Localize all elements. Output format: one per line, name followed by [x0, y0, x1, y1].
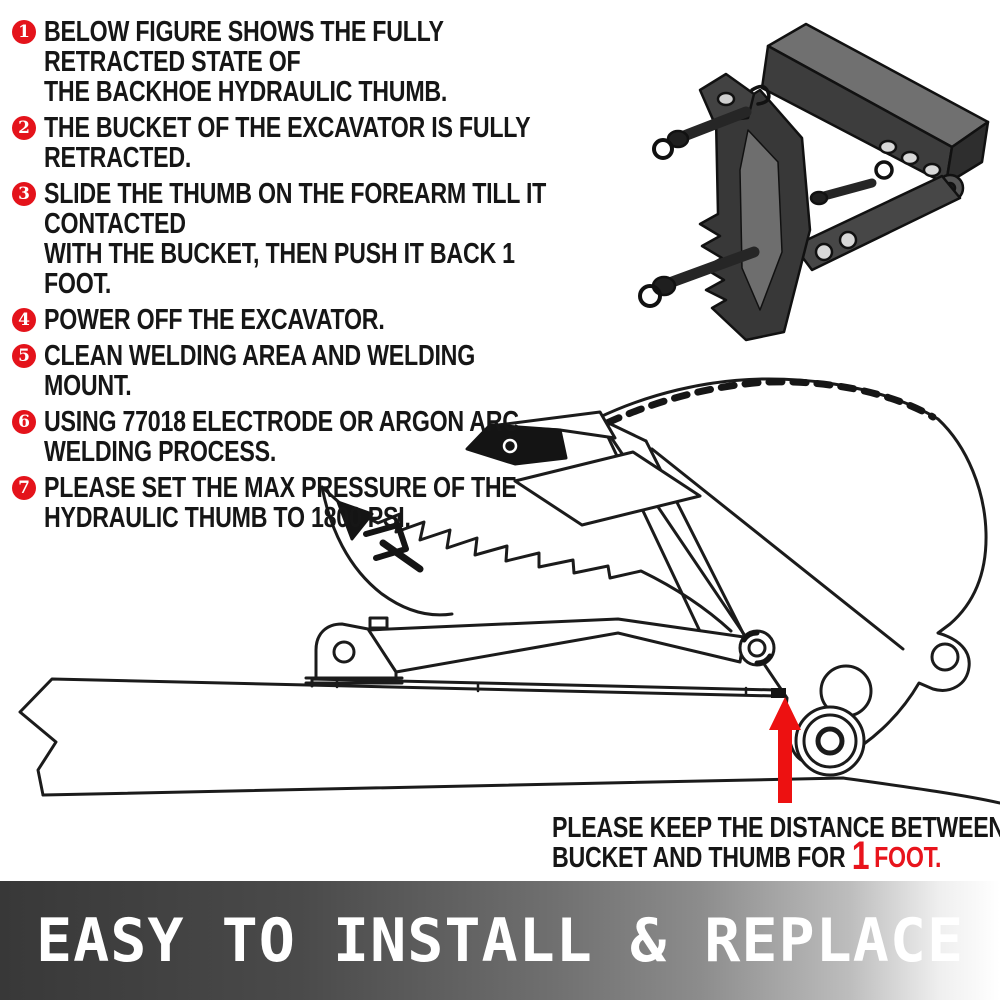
- excavator-line-drawing: [18, 377, 1000, 805]
- channel-hole-2: [900, 150, 920, 166]
- step-text: CLEAN WELDING AREA AND WELDING MOUNT.: [44, 340, 475, 402]
- pin-middle-head: [809, 190, 829, 206]
- list-item: 1 BELOW FIGURE SHOWS THE FULLY RETRACTED…: [12, 17, 692, 107]
- list-item: 3 SLIDE THE THUMB ON THE FOREARM TILL IT…: [12, 179, 692, 299]
- step-text: USING 77018 ELECTRODE OR ARGON ARC WELDI…: [44, 406, 519, 468]
- thumb-underside: [320, 485, 454, 617]
- bucket-pivot-hole: [815, 726, 845, 756]
- thumb-tip-detail-bar: [379, 539, 424, 573]
- bucket-pivot-mid: [802, 713, 858, 769]
- step-badge: 7: [12, 476, 36, 500]
- thumb-serrated-edge: [320, 485, 733, 633]
- cotter-clip: [750, 84, 771, 106]
- step-badge: 2: [12, 116, 36, 140]
- tooth-pin-detail: [502, 438, 518, 454]
- distance-caption: PLEASE KEEP THE DISTANCE BETWEEN BUCKET …: [552, 812, 1000, 876]
- rail-ticks: [335, 678, 748, 697]
- link-bar: [792, 174, 962, 272]
- pin-middle: [819, 178, 877, 201]
- list-item: 7 PLEASE SET THE MAX PRESSURE OF THE HYD…: [12, 473, 692, 533]
- step-badge: 3: [12, 182, 36, 206]
- link-hole-1: [814, 242, 834, 262]
- list-item: 4 POWER OFF THE EXCAVATOR.: [12, 305, 692, 335]
- caption-line2-black: BUCKET AND THUMB FOR: [552, 842, 846, 874]
- bucket-pivot-outer: [794, 705, 866, 777]
- list-item: 2 THE BUCKET OF THE EXCAVATOR IS FULLY R…: [12, 113, 692, 173]
- channel-hole-1: [878, 139, 898, 155]
- step-badge: 6: [12, 410, 36, 434]
- thumb-mount-bracket: [314, 622, 398, 680]
- instruction-list: 1 BELOW FIGURE SHOWS THE FULLY RETRACTED…: [12, 17, 692, 539]
- list-item: 6 USING 77018 ELECTRODE OR ARGON ARC WEL…: [12, 407, 692, 467]
- caption-distance-number: 1: [851, 834, 870, 878]
- step-text: PLEASE SET THE MAX PRESSURE OF THE HYDRA…: [44, 472, 517, 534]
- distance-arrow: [769, 697, 801, 803]
- link-hole-2: [838, 230, 858, 250]
- step-text: THE BUCKET OF THE EXCAVATOR IS FULLY RET…: [44, 112, 530, 174]
- bracket-tab: [368, 616, 389, 630]
- plate-inner-face: [739, 129, 783, 311]
- pin-lower-ring-clip: [638, 284, 662, 308]
- pin-upper: [678, 106, 752, 142]
- forearm-beam: [18, 677, 778, 797]
- lug-hole: [716, 91, 736, 107]
- step-badge: 4: [12, 308, 36, 332]
- pin-lower: [666, 246, 760, 288]
- bottom-banner: EASY TO INSTALL & REPLACE: [0, 881, 1000, 1000]
- hydraulic-thumb-product-figure: [638, 22, 990, 342]
- thumb-arm: [366, 617, 746, 674]
- bucket-lip-hatching: [603, 378, 937, 427]
- step-badge: 5: [12, 344, 36, 368]
- pin-upper-head: [666, 129, 690, 149]
- welding-mount-plate: [513, 450, 702, 527]
- floating-ring-clip: [874, 160, 894, 180]
- bucket-link-hole: [930, 642, 960, 672]
- caption-line-1: PLEASE KEEP THE DISTANCE BETWEEN: [552, 812, 1000, 844]
- caption-distance-unit: FOOT.: [874, 842, 942, 874]
- pin-upper-ring-clip: [652, 138, 674, 160]
- gap-marker: [771, 688, 786, 698]
- thumb-pivot-flange: [741, 630, 773, 666]
- list-item: 5 CLEAN WELDING AREA AND WELDING MOUNT.: [12, 341, 692, 401]
- thumb-tip-detail-bracket: [363, 522, 409, 561]
- bracket-hole: [332, 640, 356, 664]
- channel-hole-3: [922, 162, 942, 178]
- beam-bottom-line: [41, 776, 1000, 805]
- thumb-pivot-inner: [747, 638, 767, 658]
- bucket-inner-line: [650, 447, 905, 651]
- thumb-tip-detail-wedge: [336, 500, 374, 541]
- banner-slogan: EASY TO INSTALL & REPLACE: [36, 905, 965, 976]
- step-text: BELOW FIGURE SHOWS THE FULLY RETRACTED S…: [44, 16, 448, 108]
- step-text: SLIDE THE THUMB ON THE FOREARM TILL IT C…: [44, 178, 547, 300]
- step-badge: 1: [12, 20, 36, 44]
- step-text: POWER OFF THE EXCAVATOR.: [44, 304, 385, 336]
